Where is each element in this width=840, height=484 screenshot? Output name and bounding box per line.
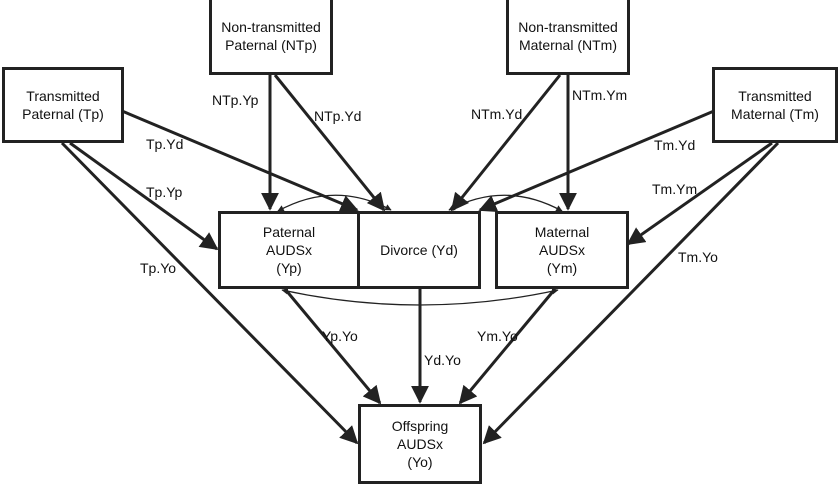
node-tm-line-2: Maternal (Tm) — [731, 106, 819, 122]
node-ym-line-2: AUDSx — [539, 242, 585, 258]
node-yp-line-2: AUDSx — [266, 242, 312, 258]
node-ym-line-3: (Ym) — [546, 260, 578, 276]
node-tp-line-2: Paternal (Tp) — [22, 106, 104, 122]
path-label-tm-ym: Tm.Ym — [652, 181, 698, 197]
node-paternal-audsx: Paternal AUDSx (Yp) — [218, 211, 360, 289]
arrow-tm-yd — [478, 109, 715, 212]
node-divorce: Divorce (Yd) — [357, 211, 481, 289]
path-label-ntp-yd: NTp.Yd — [314, 108, 362, 124]
node-yd-line-1: Divorce (Yd) — [380, 242, 458, 258]
path-label-tp-yd: Tp.Yd — [146, 136, 184, 152]
arrow-tm-ym — [626, 141, 773, 246]
path-label-yp-yo: Yp.Yo — [322, 328, 358, 344]
path-label-tm-yo: Tm.Yo — [678, 249, 718, 265]
node-yp-line-3: (Yp) — [276, 260, 302, 276]
arrow-tp-yo — [60, 141, 359, 445]
path-label-ntm-ym: NTm.Ym — [572, 87, 628, 103]
arrow-yp-yo — [283, 288, 382, 405]
arrow-ntp-yd — [273, 74, 386, 212]
node-yo-line-3: (Yo) — [407, 454, 433, 470]
correlation-yp-yd — [277, 194, 392, 212]
arrow-ym-yo — [458, 288, 557, 405]
node-yp-line-1: Paternal — [262, 224, 316, 240]
path-label-tp-yp: Tp.Yp — [146, 184, 183, 200]
path-label-tm-yd: Tm.Yd — [654, 137, 696, 153]
node-maternal-audsx: Maternal AUDSx (Ym) — [495, 211, 629, 289]
correlation-yd-ym — [448, 194, 563, 212]
correlation-yp-ym — [281, 288, 559, 306]
node-offspring-audsx: Offspring AUDSx (Yo) — [358, 404, 482, 484]
path-label-ym-yo: Ym.Yo — [477, 328, 518, 344]
arrow-tm-yo — [482, 141, 780, 445]
node-tm-line-1: Transmitted — [738, 88, 812, 104]
arrow-ntm-yd — [450, 74, 562, 212]
node-yo-line-1: Offspring — [391, 418, 449, 434]
path-label-ntm-yd: NTm.Yd — [471, 106, 523, 122]
node-yo-line-2: AUDSx — [397, 436, 443, 452]
arrow-tp-yp — [69, 141, 219, 251]
path-label-yd-yo: Yd.Yo — [424, 352, 461, 368]
node-ntm-line-1: Non-transmitted — [518, 19, 618, 35]
node-ntm-line-2: Maternal (NTm) — [518, 37, 617, 53]
node-tp-line-1: Transmitted — [26, 88, 100, 104]
node-transmitted-maternal: Transmitted Maternal (Tm) — [712, 67, 838, 143]
path-label-tp-yo: Tp.Yo — [140, 260, 177, 276]
node-non-transmitted-paternal: Non-transmitted Paternal (NTp) — [209, 0, 333, 75]
node-ntp-line-2: Paternal (NTp) — [225, 37, 317, 53]
path-label-ntp-yp: NTp.Yp — [212, 92, 259, 108]
node-ntp-line-1: Non-transmitted — [221, 19, 321, 35]
arrow-tp-yd — [121, 109, 359, 213]
node-transmitted-paternal: Transmitted Paternal (Tp) — [2, 67, 124, 143]
node-ym-line-1: Maternal — [534, 224, 590, 240]
node-non-transmitted-maternal: Non-transmitted Maternal (NTm) — [506, 0, 630, 75]
